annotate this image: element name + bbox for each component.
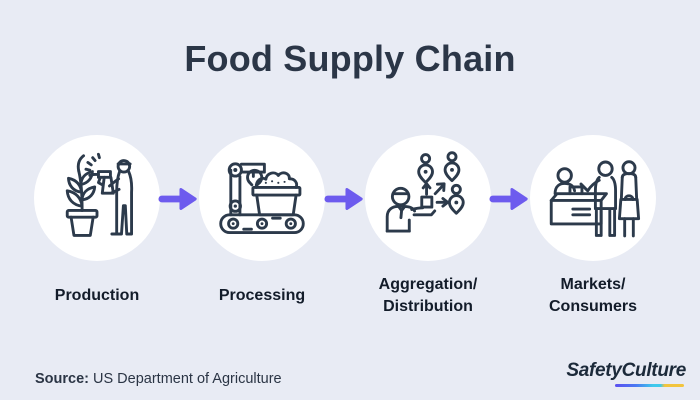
stage-label: Production [54,287,140,304]
stage-markets-consumers: Markets/ Consumers [518,135,668,318]
brand-part-culture: Culture [621,360,687,381]
stage-processing: Processing [187,135,337,318]
source-note: Source:US Department of Agriculture [35,371,282,387]
flow-arrow-icon [489,188,528,210]
stage-circle [530,135,656,261]
source-label: Source: [35,371,89,387]
market-counter-icon [549,160,641,238]
flow-arrow-icon [158,188,197,210]
distribution-pins-icon [385,151,465,233]
plant-sprayer-icon [65,152,134,237]
stage-circle [199,135,325,261]
stage-circle [34,135,160,261]
stage-label: Processing [218,287,306,304]
flow-arrow-icon [324,188,363,210]
brand-underline [614,384,684,387]
safetyculture-logo: SafetyCulture [566,360,686,387]
brand-part-safety: Safety [566,360,622,381]
stage-label: Aggregation/ Distribution [378,276,478,315]
stage-label: Markets/ Consumers [548,276,638,315]
page-title: Food Supply Chain [184,38,516,79]
source-text: US Department of Agriculture [93,371,282,387]
stage-aggregation-distribution: Aggregation/ Distribution [353,135,503,318]
stage-production: Production [22,135,172,318]
stage-circle [365,135,491,261]
robot-conveyor-icon [219,162,305,234]
